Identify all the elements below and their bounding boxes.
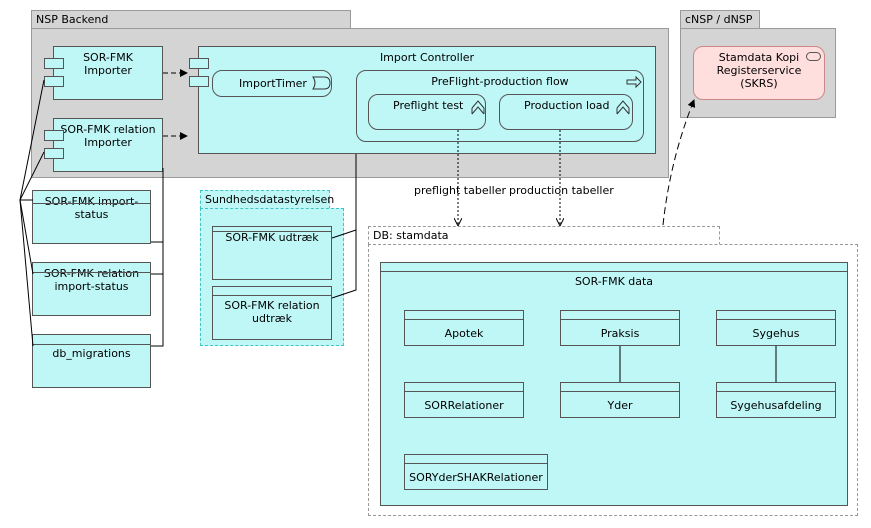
apotek-label: Apotek bbox=[444, 326, 484, 340]
production-tabeller-text: production tabeller bbox=[509, 184, 614, 197]
sor-fmk-relation-import-status[interactable]: SOR-FMK relation import-status bbox=[32, 262, 151, 316]
cnsp-label: cNSP / dNSP bbox=[685, 13, 753, 26]
stamdata-kopi-label: Stamdata Kopi Registerservice (SKRS) bbox=[716, 51, 802, 90]
sorrelationer-label: SORRelationer bbox=[424, 398, 504, 412]
import-timer[interactable]: ImportTimer bbox=[212, 70, 332, 97]
component-port-icon bbox=[44, 58, 64, 69]
db-stamdata-label: DB: stamdata bbox=[373, 229, 449, 242]
table-sygehusafdeling[interactable]: Sygehusafdeling bbox=[716, 382, 836, 418]
table-sygehus[interactable]: Sygehus bbox=[716, 310, 836, 346]
db-migrations[interactable]: db_migrations bbox=[32, 334, 151, 388]
edge-label-production: production tabeller bbox=[509, 184, 614, 197]
preflight-test-label: Preflight test bbox=[393, 99, 464, 112]
sor-fmk-relation-importer-label: SOR-FMK relation Importer bbox=[60, 123, 156, 149]
soryder-label: SORYderSHAKRelationer bbox=[409, 470, 543, 484]
edge-label-preflight: preflight tabeller bbox=[414, 184, 506, 197]
relation-import-status-label: SOR-FMK relation import-status bbox=[43, 267, 140, 293]
preflight-tabeller-text: preflight tabeller bbox=[414, 184, 506, 197]
import-timer-label: ImportTimer bbox=[239, 77, 307, 90]
component-port-icon bbox=[189, 76, 209, 87]
table-apotek[interactable]: Apotek bbox=[404, 310, 524, 346]
yder-label: Yder bbox=[607, 398, 633, 412]
preflight-flow-label: PreFlight-production flow bbox=[431, 75, 569, 88]
sor-fmk-udtraek[interactable]: SOR-FMK udtræk bbox=[212, 226, 332, 280]
sundheds-label: Sundhedsdatastyrelsen bbox=[205, 193, 335, 206]
sundhedsdatastyrelsen-tab: Sundhedsdatastyrelsen bbox=[200, 190, 334, 209]
sygehus-label: Sygehus bbox=[752, 326, 800, 340]
sor-fmk-relation-importer[interactable]: SOR-FMK relation Importer bbox=[53, 118, 163, 172]
association-edge bbox=[151, 168, 164, 243]
praksis-label: Praksis bbox=[600, 326, 640, 340]
component-port-icon bbox=[44, 76, 64, 87]
association-edge bbox=[151, 274, 164, 347]
sor-fmk-relation-udtraek[interactable]: SOR-FMK relation udtræk bbox=[212, 286, 332, 340]
nsp-backend-tab: NSP Backend bbox=[31, 10, 351, 29]
relation-udtraek-label: SOR-FMK relation udtræk bbox=[224, 299, 320, 325]
component-port-icon bbox=[44, 148, 64, 159]
component-port-icon bbox=[44, 130, 64, 141]
import-status-label: SOR-FMK import- status bbox=[44, 195, 139, 221]
import-controller-label: Import Controller bbox=[379, 51, 475, 64]
preflight-test[interactable]: Preflight test bbox=[368, 94, 486, 130]
production-load[interactable]: Production load bbox=[499, 94, 633, 130]
table-sorrelationer[interactable]: SORRelationer bbox=[404, 382, 524, 418]
table-praksis[interactable]: Praksis bbox=[560, 310, 680, 346]
nsp-backend-label: NSP Backend bbox=[36, 13, 109, 26]
table-yder[interactable]: Yder bbox=[560, 382, 680, 418]
table-soryder-shak-relationer[interactable]: SORYderSHAKRelationer bbox=[404, 454, 548, 490]
sor-fmk-import-status[interactable]: SOR-FMK import- status bbox=[32, 190, 151, 244]
component-port-icon bbox=[189, 58, 209, 69]
service-icon bbox=[806, 52, 821, 61]
stamdata-kopi-registerservice[interactable]: Stamdata Kopi Registerservice (SKRS) bbox=[693, 46, 825, 100]
cnsp-tab: cNSP / dNSP bbox=[680, 10, 760, 29]
sygehusafdeling-label: Sygehusafdeling bbox=[730, 398, 822, 412]
sor-fmk-importer-label: SOR-FMK Importer bbox=[83, 51, 133, 77]
sor-fmk-data-label: SOR-FMK data bbox=[574, 275, 654, 288]
db-stamdata-tab: DB: stamdata bbox=[368, 226, 720, 245]
sor-fmk-importer[interactable]: SOR-FMK Importer bbox=[53, 46, 163, 100]
db-migrations-label: db_migrations bbox=[52, 347, 131, 360]
association-edge bbox=[151, 242, 164, 275]
production-load-label: Production load bbox=[524, 99, 610, 112]
udtraek-label: SOR-FMK udtræk bbox=[225, 231, 319, 244]
